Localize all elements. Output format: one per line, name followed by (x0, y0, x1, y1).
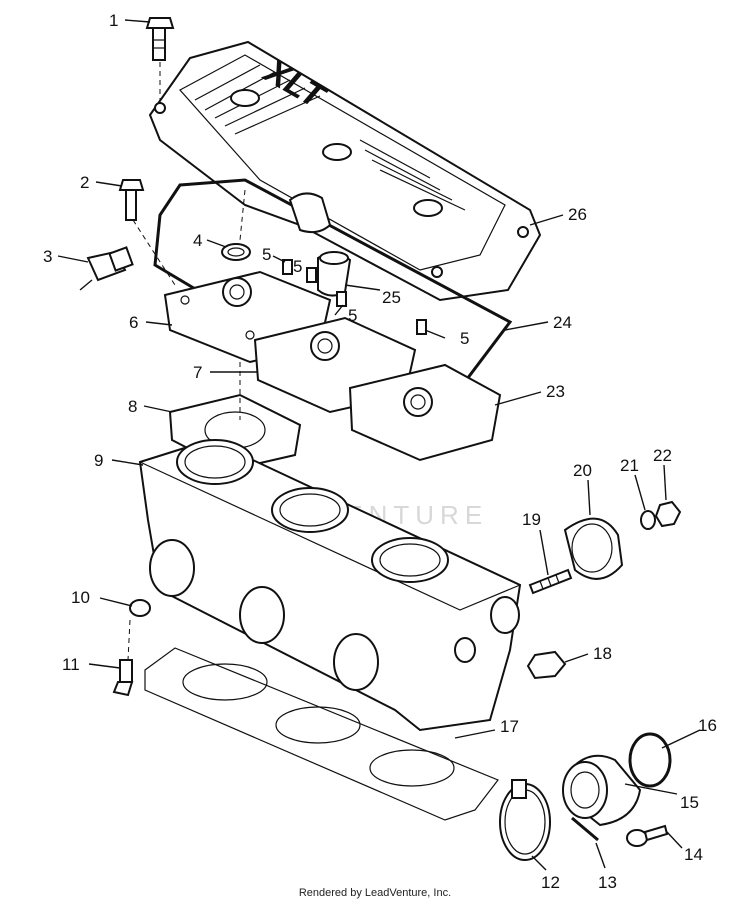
cylinder-block (138, 438, 522, 732)
cylinder-head-23 (348, 363, 502, 462)
base-gasket (144, 647, 499, 821)
footer-credit: Rendered by LeadVenture, Inc. (298, 887, 452, 899)
callout-14: 14 (684, 845, 703, 864)
callout-1: 1 (109, 11, 118, 30)
callout-26: 26 (568, 205, 587, 224)
callout-11: 11 (62, 655, 80, 674)
callout-2: 2 (80, 173, 89, 192)
callout-18: 18 (593, 644, 612, 663)
leader-lines (57, 19, 701, 871)
nut-18 (526, 650, 567, 680)
callout-22: 22 (653, 446, 672, 465)
o-ring-16 (628, 732, 672, 788)
intake-manifold-15 (562, 754, 642, 827)
callout-7: 7 (193, 363, 202, 382)
callout-12: 12 (541, 873, 560, 892)
callout-8: 8 (128, 397, 137, 416)
callout-21: 21 (620, 456, 639, 475)
fitting-11 (112, 659, 134, 697)
callout-3: 3 (43, 247, 52, 266)
callout-24: 24 (553, 313, 572, 332)
stud-19 (528, 568, 573, 595)
callout-19: 19 (522, 510, 541, 529)
callout-5c: 5 (460, 329, 469, 348)
callout-6: 6 (129, 313, 138, 332)
callout-9: 9 (94, 451, 103, 470)
callout-5b: 5 (348, 306, 357, 325)
bolt-1 (145, 17, 175, 61)
cover-plate-20 (563, 517, 624, 580)
plug-10 (129, 599, 151, 617)
temperature-sensor (79, 246, 134, 291)
screw-14 (626, 824, 669, 847)
bolt-2 (118, 179, 145, 221)
nut-22 (654, 500, 682, 528)
callout-13: 13 (598, 873, 617, 892)
hose-clamp-12 (499, 779, 551, 861)
callout-10: 10 (71, 588, 90, 607)
callout-17: 17 (500, 717, 519, 736)
callout-5a: 5 (262, 245, 271, 264)
washer-21 (640, 510, 656, 530)
callout-4: 4 (193, 231, 202, 250)
callout-15: 15 (680, 793, 699, 812)
callout-16: 16 (698, 716, 717, 735)
callout-20: 20 (573, 461, 592, 480)
callouts: 1 2 3 4 5 5 5 5 6 7 8 9 10 11 12 13 14 1… (43, 11, 717, 892)
o-ring (221, 243, 251, 261)
water-fitting (288, 192, 352, 297)
callout-25: 25 (382, 288, 401, 307)
callout-23: 23 (546, 382, 565, 401)
callout-5d: 5 (293, 257, 302, 276)
screw-13 (571, 816, 599, 842)
